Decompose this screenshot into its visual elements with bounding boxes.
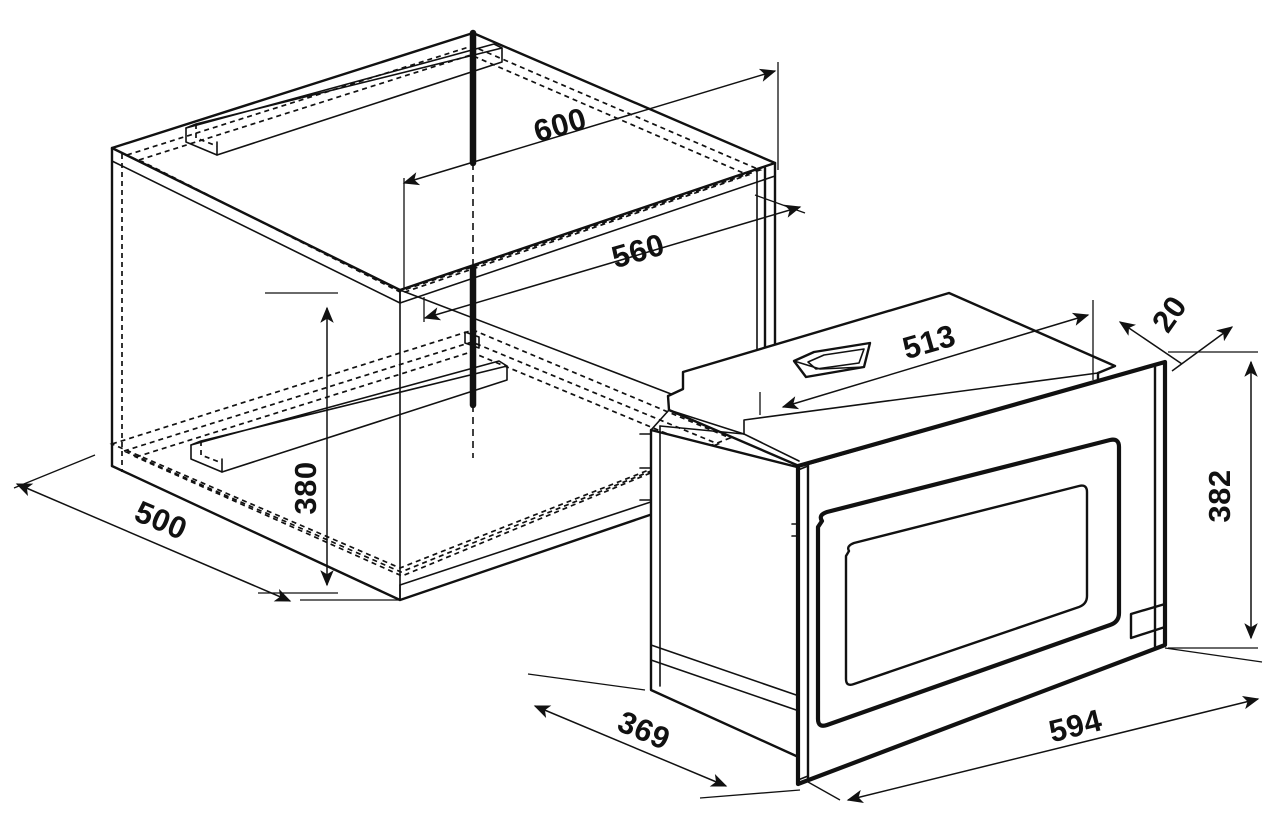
bottom-shelf-rail-hidden [200,441,223,464]
bottom-shelf-upper-front-line [399,488,691,586]
top-shelf-rail-right-bracket [464,331,480,349]
dim-594-line [846,695,1260,804]
top-shelf-rail-front [216,47,503,156]
top-shelf-rail-end [185,127,218,156]
door-glass-pane [844,484,1089,687]
dimension-382: 382 [1168,351,1258,649]
dim-369-ext-top [527,673,646,691]
appliance-base-kick-mid [650,659,803,713]
front-trim-top-inner-edge [806,360,1167,466]
appliance-left-top-front-line [743,433,800,462]
control-button-pad[interactable] [1129,602,1167,640]
dim-594-ext-left [807,781,841,801]
appliance-assembly [639,291,1168,787]
appliance-rear-step-left [667,371,684,397]
dim-20-leader-right [1171,326,1234,372]
dim-600-line [402,68,777,186]
appliance-base-kick-top [650,644,803,698]
appliance-left-top-rear-line [659,425,745,435]
dim-382-label: 382 [1202,469,1237,522]
dim-500-line [15,483,292,602]
bottom-shelf-hidden-top [109,329,733,569]
front-trim-bottom-gap [797,775,809,781]
top-shelf-rail-hidden [195,124,218,147]
appliance-base-kick-bottom [650,689,806,761]
appliance-top-step-left-run [668,409,745,435]
front-trim-top-gap [797,465,809,471]
dim-500-ext-top [13,454,96,489]
dim-513-line [781,312,1090,410]
dim-594-ext-right [1164,647,1263,663]
dim-369-line [533,705,728,787]
dim-369-ext-bottom [699,789,801,799]
bottom-shelf-hidden-top-2 [121,341,721,573]
bottom-shelf-rail-end [190,444,223,473]
dimension-380: 380 [258,292,338,594]
dim-380-label: 380 [288,461,323,514]
front-trim-notch [791,523,799,537]
dim-20-leader-left [1118,321,1183,365]
dim-560-line [423,204,802,321]
appliance-left-top-chamfer [650,409,670,431]
door-outer-bezel[interactable] [815,437,1122,728]
bottom-shelf-rail-front [221,365,508,473]
